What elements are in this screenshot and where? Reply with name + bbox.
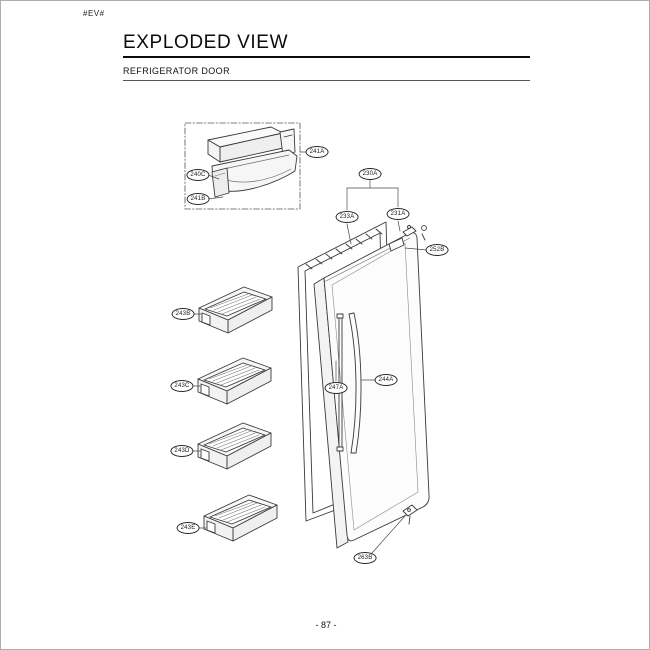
door-basket-3 xyxy=(197,422,272,470)
door-basket-2 xyxy=(197,357,272,405)
subtitle-underline xyxy=(123,80,530,81)
section-subtitle: REFRIGERATOR DOOR xyxy=(123,66,230,76)
page-number: - 87 - xyxy=(315,620,337,630)
door-basket-1 xyxy=(198,286,273,334)
page-title: EXPLODED VIEW xyxy=(123,32,289,53)
handle-inset-box xyxy=(184,122,301,210)
title-underline xyxy=(123,56,530,58)
corner-mark: #EV# xyxy=(83,9,105,18)
door-basket-4 xyxy=(203,494,278,542)
